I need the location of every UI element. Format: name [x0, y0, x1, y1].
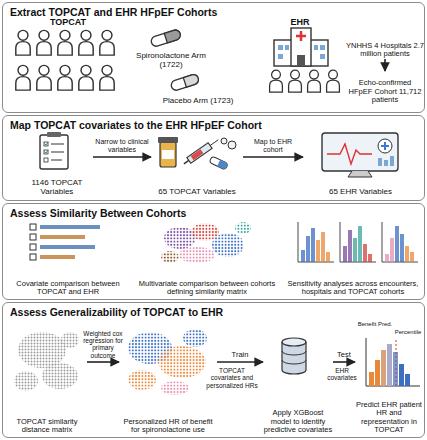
database-icon	[282, 338, 306, 374]
flow-arrow	[87, 361, 119, 363]
stage-panel: Map TOPCAT covariates to the EHR HFpEF C…	[2, 115, 425, 201]
step-item: Placebo Arm (1723)	[153, 93, 243, 105]
step-text: YNHHS 4 Hospitals 2.7 million patients	[346, 42, 424, 59]
step-text: Spironolactone Arm (1722)	[131, 51, 211, 69]
step-item: YNHHS 4 Hospitals 2.7 million patients	[346, 17, 424, 59]
step-item: Spironolactone Arm (1722)	[131, 47, 211, 69]
annotation-label: Percentile	[392, 329, 424, 336]
annotation-label: TOPCAT covariates and personalized HRs	[204, 367, 260, 389]
flow-arrow	[217, 361, 263, 363]
step-item: Multivariate comparison between cohorts …	[137, 222, 277, 297]
step-text: Personalized HR of benefit for spironola…	[119, 418, 217, 435]
step-item: Echo-confirmed HFpEF Cohort 11,712 patie…	[346, 71, 424, 105]
step-text: TOPCAT similarity distance matrix	[7, 418, 87, 435]
step-text: Predict EHR patient HR and representatio…	[355, 401, 423, 436]
hospital-icon	[274, 28, 328, 66]
ehr-monitor-icon	[322, 133, 398, 177]
personalized-hr-scatter	[128, 329, 207, 395]
step-item: 1146 TOPCAT Variables	[21, 134, 93, 196]
flow-arrow	[384, 59, 386, 71]
arrow-label: Test	[329, 351, 359, 359]
stage-heading: Assess Generalizability of TOPCAT to EHR	[10, 306, 223, 318]
annotation-label: Benefit Pred.	[355, 321, 395, 328]
step-item: 65 EHR Variables	[303, 134, 418, 196]
arrow-label: Map to EHR cohort	[245, 138, 301, 154]
stage-panel: Assess Similarity Between CohortsCovaria…	[2, 203, 425, 300]
covariate-list-icon	[30, 224, 100, 260]
step-text: Apply XGBoost model to identify predicti…	[263, 409, 333, 435]
step-text: 65 TOPCAT Variables	[158, 187, 236, 196]
flow-arrow	[243, 156, 303, 158]
histogram-grid	[298, 222, 418, 262]
step-item: Predict EHR patient HR and representatio…	[355, 321, 423, 435]
umap-scatter	[161, 222, 251, 263]
step-item: 65 TOPCAT Variables	[151, 134, 243, 196]
flow-arrow	[333, 361, 355, 363]
flow-arrow	[93, 156, 151, 158]
step-text: Placebo Arm (1723)	[163, 96, 234, 105]
step-text: 65 EHR Variables	[329, 187, 392, 196]
stage-heading: Map TOPCAT covariates to the EHR HFpEF C…	[10, 119, 262, 131]
pill-icon	[170, 73, 200, 91]
arrow-label: Narrow to clinical variables	[94, 138, 150, 154]
annotation-label: EHR covariates	[322, 367, 362, 382]
step-text: Sensitivity analyses across encounters, …	[285, 280, 421, 297]
step-item: Covariate comparison between TOPCAT and …	[9, 222, 127, 297]
arrow-label: Train	[220, 351, 260, 359]
step-item: Apply XGBoost model to identify predicti…	[263, 321, 333, 435]
prediction-chart	[366, 338, 420, 386]
arrow-label: Weighted cox regression for primary outc…	[82, 330, 124, 359]
step-text: Echo-confirmed HFpEF Cohort 11,712 patie…	[346, 79, 424, 105]
step-text: 1146 TOPCAT Variables	[21, 178, 93, 196]
step-item: TOPCAT similarity distance matrix	[7, 321, 87, 435]
trial-participants	[16, 30, 114, 90]
annotation-label: TOPCAT	[36, 17, 100, 27]
pill-icon	[150, 29, 182, 48]
step-item: Sensitivity analyses across encounters, …	[285, 222, 421, 297]
step-text: Covariate comparison between TOPCAT and …	[9, 280, 127, 297]
medication-icons	[158, 137, 236, 170]
annotation-label: EHR	[270, 17, 330, 27]
ehr-patients	[270, 70, 340, 92]
step-item: Personalized HR of benefit for spironola…	[119, 321, 217, 435]
stage-heading: Assess Similarity Between Cohorts	[10, 207, 186, 219]
stage-heading: Extract TOPCAT and EHR HFpEF Cohorts	[10, 6, 217, 18]
similarity-scatter	[14, 332, 79, 391]
step-text: Multivariate comparison between cohorts …	[137, 280, 277, 297]
checklist-icon	[40, 132, 68, 169]
